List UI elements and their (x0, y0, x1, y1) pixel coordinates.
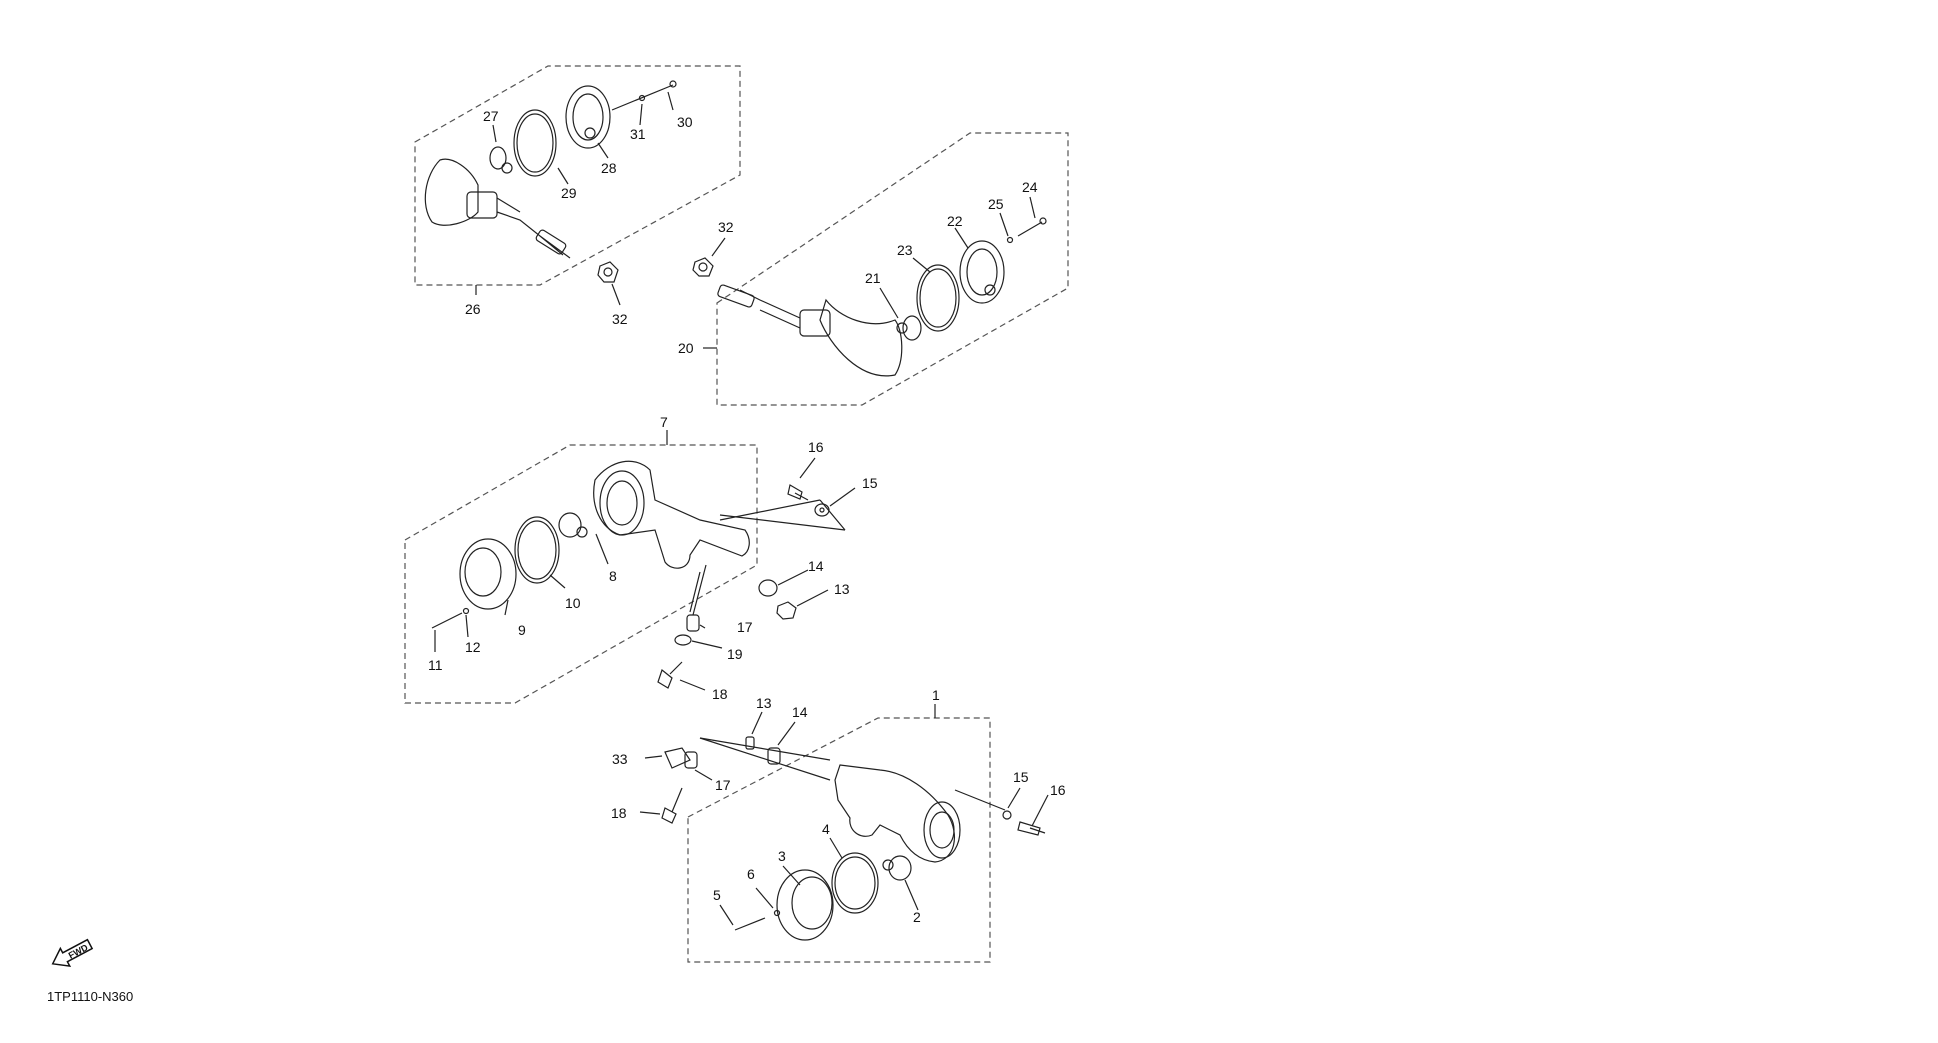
callout-16b: 16 (1050, 782, 1066, 798)
bulb-27 (489, 146, 507, 170)
screw-24 (1017, 221, 1043, 237)
stay-arm-1 (834, 764, 956, 863)
bolt-18b (661, 787, 683, 824)
callout-12: 12 (465, 639, 481, 655)
callout-8: 8 (609, 568, 617, 584)
callout-7: 7 (660, 414, 668, 430)
bulb-8 (558, 512, 582, 538)
callout-6: 6 (747, 866, 755, 882)
washer-12 (462, 607, 470, 615)
callout-14a: 14 (808, 558, 824, 574)
rim-22 (959, 240, 1005, 304)
callout-5: 5 (713, 887, 721, 903)
screw-11 (431, 612, 463, 629)
callout-17b: 17 (715, 777, 731, 793)
clamp-33 (664, 747, 691, 769)
washer-19 (674, 634, 692, 646)
bolt-16b (1017, 821, 1046, 836)
nut-32b (692, 257, 714, 277)
callout-32a: 32 (612, 311, 628, 327)
callout-20: 20 (678, 340, 694, 356)
collar-14b (767, 747, 781, 765)
callout-23: 23 (897, 242, 913, 258)
gasket-4 (831, 852, 879, 914)
callout-25: 25 (988, 196, 1004, 212)
callout-3: 3 (778, 848, 786, 864)
lamp-housing-20 (819, 298, 903, 377)
callout-11: 11 (428, 657, 443, 673)
lens-3 (776, 869, 834, 941)
callout-10: 10 (565, 595, 581, 611)
bulb-2 (888, 855, 912, 881)
washer-6 (773, 909, 781, 917)
callout-30: 30 (677, 114, 693, 130)
gasket-29 (513, 109, 557, 177)
bolt-18a (657, 661, 683, 689)
collar-17a (686, 614, 700, 632)
diagram-code: 1TP1110-N360 (47, 989, 134, 1004)
callout-26: 26 (465, 301, 481, 317)
assembly-20-frame (716, 132, 1069, 406)
callout-28: 28 (601, 160, 617, 176)
callout-32b: 32 (718, 219, 734, 235)
stay-arm-7 (593, 460, 750, 569)
callout-19: 19 (727, 646, 743, 662)
nut-13b (745, 736, 755, 750)
callout-22: 22 (947, 213, 963, 229)
callout-2: 2 (913, 909, 921, 925)
callout-31: 31 (630, 126, 646, 142)
callout-15b: 15 (1013, 769, 1029, 785)
screw-30 (611, 84, 674, 111)
callout-16a: 16 (808, 439, 824, 455)
callout-18a: 18 (712, 686, 728, 702)
washer-15a (814, 503, 830, 517)
rim-28 (565, 85, 611, 149)
callout-17a: 17 (737, 619, 753, 635)
callout-15a: 15 (862, 475, 878, 491)
callout-33: 33 (612, 751, 628, 767)
screw-5 (734, 917, 766, 931)
collar-17b (684, 751, 698, 769)
callout-4: 4 (822, 821, 830, 837)
assembly-26-frame (414, 65, 741, 286)
fwd-arrow-icon: FWD (51, 938, 94, 968)
assembly-1-frame (687, 717, 991, 963)
gasket-23 (916, 264, 960, 332)
collar-14a (758, 579, 778, 597)
washer-31 (638, 94, 646, 102)
callout-29: 29 (561, 185, 577, 201)
callout-13a: 13 (834, 581, 850, 597)
callout-14b: 14 (792, 704, 808, 720)
callout-13b: 13 (756, 695, 772, 711)
callout-9: 9 (518, 622, 526, 638)
callout-18b: 18 (611, 805, 627, 821)
callout-27: 27 (483, 108, 499, 124)
bolt-16a (787, 484, 809, 501)
washer-25 (1006, 236, 1014, 244)
nut-32a (597, 261, 619, 283)
callout-1: 1 (932, 687, 940, 703)
lens-9 (459, 538, 517, 610)
lamp-housing-26 (424, 158, 479, 226)
nut-13a (776, 601, 797, 620)
gasket-10 (514, 516, 560, 584)
assembly-7-frame (404, 444, 758, 704)
callout-21: 21 (865, 270, 881, 286)
washer-15b (1002, 810, 1012, 820)
bulb-21 (902, 315, 922, 341)
callout-24: 24 (1022, 179, 1038, 195)
